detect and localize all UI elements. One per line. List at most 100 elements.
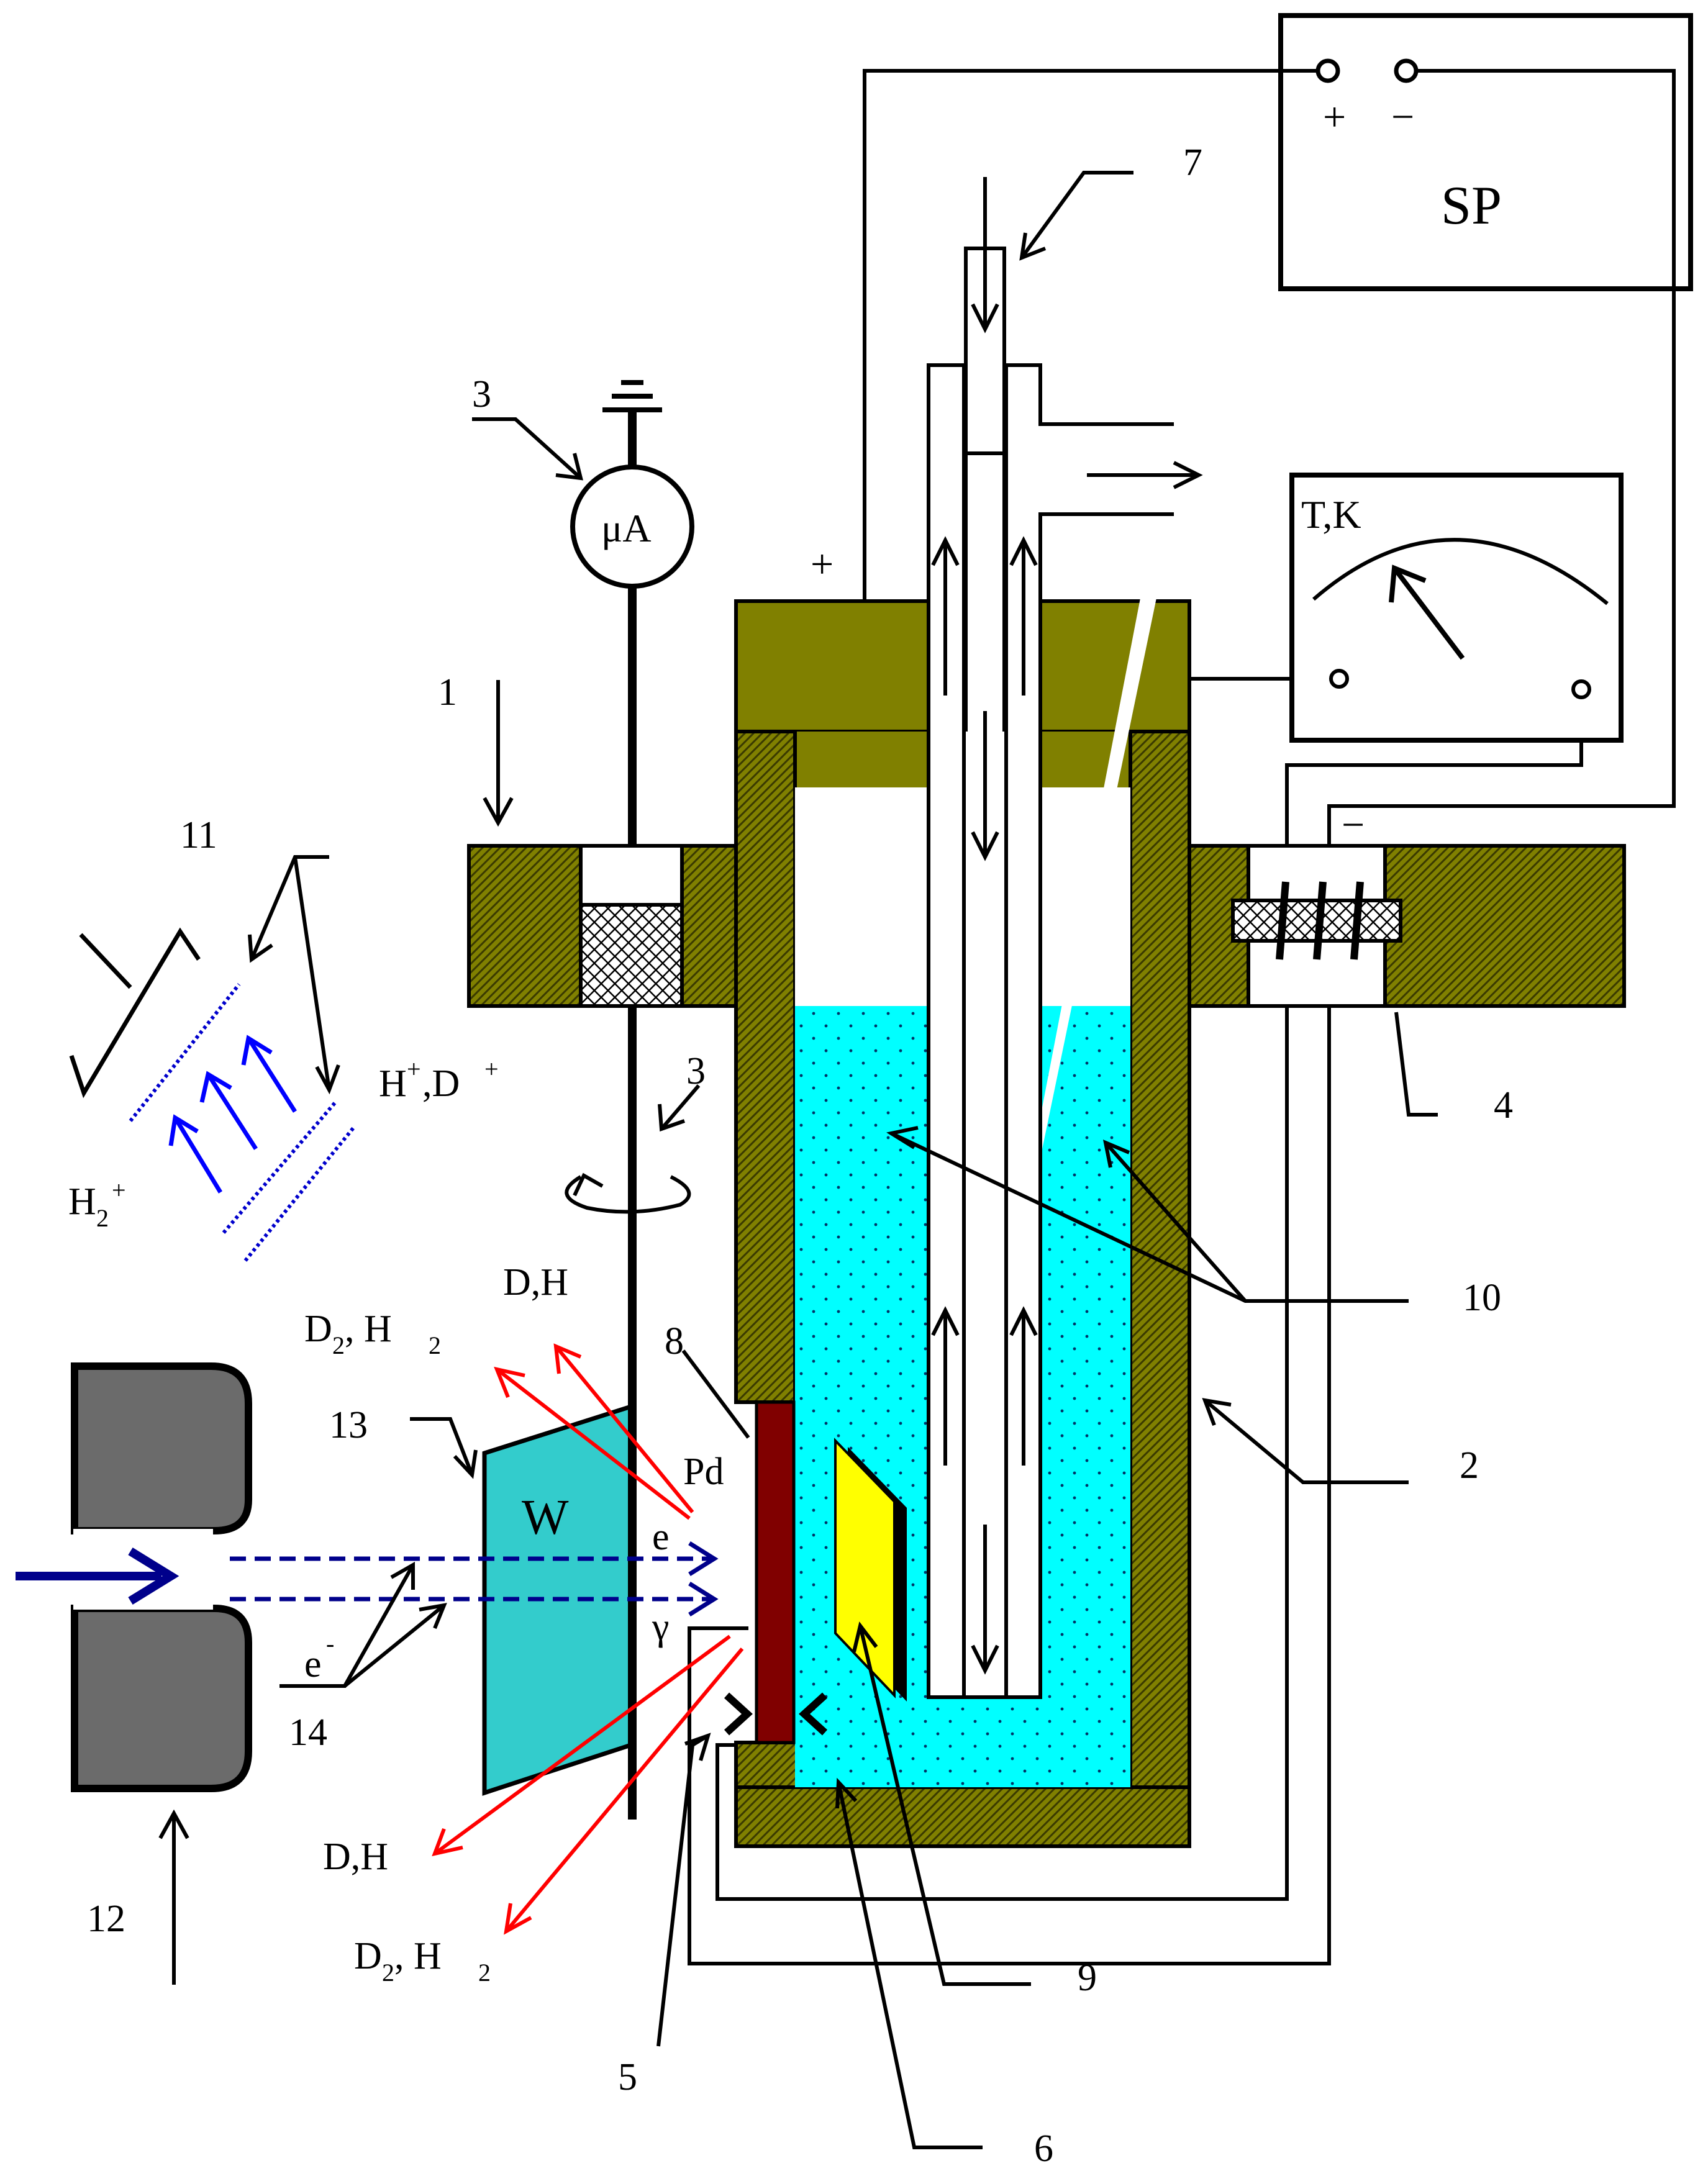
label-10: 10 <box>1463 1277 1501 1319</box>
emission-arrow-3 <box>434 1634 731 1856</box>
svg-text:,D: ,D <box>422 1063 460 1105</box>
thermometer: T,K <box>1289 473 1624 743</box>
minus-wire-label: − <box>1342 802 1365 848</box>
beam-head-1 <box>688 1541 719 1576</box>
beam-head-2 <box>688 1582 719 1616</box>
hd-ions-label: H + ,D + <box>379 1055 499 1105</box>
rotation-arrow <box>565 1172 691 1214</box>
ion-arrows <box>168 1035 297 1194</box>
power-supply-box <box>1278 13 1693 291</box>
svg-text:2: 2 <box>332 1331 345 1359</box>
label-1: 1 <box>438 671 457 714</box>
flow-arrows <box>931 177 1203 1675</box>
ion-source-electrode <box>69 927 201 1099</box>
svg-text:, H: , H <box>345 1308 392 1350</box>
svg-text:H: H <box>379 1063 407 1105</box>
label-13: 13 <box>329 1404 368 1446</box>
thermometer-terminal-2 <box>1571 679 1591 699</box>
svg-text:D: D <box>354 1935 382 1977</box>
svg-text:D: D <box>304 1308 332 1350</box>
label-12: 12 <box>87 1898 125 1940</box>
sp-minus-label: − <box>1391 94 1414 140</box>
feedthrough-lower <box>579 903 684 1008</box>
label-2: 2 <box>1460 1444 1479 1487</box>
label-8: 8 <box>665 1320 684 1362</box>
power-supply: + − SP <box>1278 13 1693 291</box>
w-label: W <box>522 1490 569 1545</box>
gamma-label: γ <box>652 1606 669 1648</box>
pd-support <box>734 1741 803 1789</box>
thermometer-label: T,K <box>1301 492 1361 537</box>
clamp-right <box>799 1692 828 1736</box>
minus-wire <box>688 69 1676 1965</box>
svg-text:2: 2 <box>96 1204 109 1232</box>
clamp-left <box>724 1692 753 1736</box>
svg-text:-: - <box>326 1629 334 1657</box>
pd-plate <box>755 1400 796 1744</box>
ion-grid-1 <box>129 983 241 1122</box>
flange <box>467 844 1626 1008</box>
gun-upper <box>71 1362 252 1534</box>
svg-text:2: 2 <box>478 1959 491 1987</box>
dh-top-label: D,H <box>503 1261 568 1303</box>
feedthrough-pin-1 <box>1276 881 1289 960</box>
feedthrough-upper <box>579 844 684 907</box>
sp-label: SP <box>1441 176 1502 236</box>
anode-plate <box>834 1438 896 1699</box>
label-6: 6 <box>1034 2128 1053 2170</box>
e-label: e <box>652 1516 670 1558</box>
ion-source <box>69 927 356 1262</box>
label-7: 7 <box>1183 142 1202 184</box>
cell-bottom <box>734 1785 1191 1848</box>
pd-label: Pd <box>683 1451 724 1493</box>
svg-text:, H: , H <box>394 1935 442 1977</box>
emission-arrows <box>432 1343 744 1935</box>
thermometer-terminal-1 <box>1329 669 1349 689</box>
h2-plus-label: H 2 + <box>68 1176 126 1232</box>
d2h2-bottom-label: D 2 , H 2 <box>354 1935 491 1987</box>
emission-arrow-4 <box>504 1648 744 1933</box>
feedthrough-pin-2 <box>1313 881 1327 960</box>
emission-arrow-1 <box>496 1367 691 1520</box>
d2h2-top-label: D 2 , H 2 <box>304 1308 441 1359</box>
ammeter-circle <box>570 465 694 589</box>
plus-wire-label: + <box>811 542 834 587</box>
label-3-rot: 3 <box>686 1050 706 1092</box>
electron-gun <box>16 1362 252 1792</box>
thermometer-scale <box>1312 538 1609 605</box>
ammeter-label: μA <box>601 506 652 550</box>
gun-input-arrowhead <box>128 1548 179 1605</box>
labels: 1 2 3 3 4 5 6 7 8 9 10 11 12 13 14 + − P… <box>68 142 1513 2170</box>
sp-minus-terminal <box>1394 58 1419 83</box>
micro-ammeter: μA <box>570 380 694 589</box>
e-minus-label: e - <box>304 1629 334 1685</box>
svg-text:e: e <box>304 1643 322 1685</box>
label-11: 11 <box>180 814 217 856</box>
svg-text:H: H <box>68 1181 96 1223</box>
thermometer-needle <box>1392 566 1465 660</box>
cell-wall-left <box>734 730 797 1404</box>
ion-grid-3 <box>243 1126 356 1262</box>
dh-bottom-label: D,H <box>323 1836 388 1878</box>
leader-lines <box>158 171 1438 2149</box>
label-9: 9 <box>1078 1957 1097 1999</box>
svg-text:+: + <box>112 1176 126 1204</box>
thermo-wire-2 <box>715 689 1583 1901</box>
feedthrough-pin-3 <box>1350 881 1364 960</box>
emission-arrow-2 <box>554 1345 694 1513</box>
label-3-top: 3 <box>472 373 491 415</box>
sp-plus-label: + <box>1323 94 1346 140</box>
gun-lower <box>71 1605 252 1792</box>
ion-grid-2 <box>222 1101 337 1234</box>
tube-body-walls <box>927 732 1042 1699</box>
thermometer-box <box>1289 473 1624 743</box>
svg-text:2: 2 <box>382 1959 394 1987</box>
electron-beam <box>230 1541 719 1616</box>
svg-text:+: + <box>407 1055 421 1083</box>
sp-plus-terminal <box>1315 58 1340 83</box>
label-5: 5 <box>618 2056 637 2098</box>
svg-text:2: 2 <box>429 1331 441 1359</box>
thermometer-needle-head <box>1389 564 1427 603</box>
label-4: 4 <box>1494 1084 1513 1126</box>
